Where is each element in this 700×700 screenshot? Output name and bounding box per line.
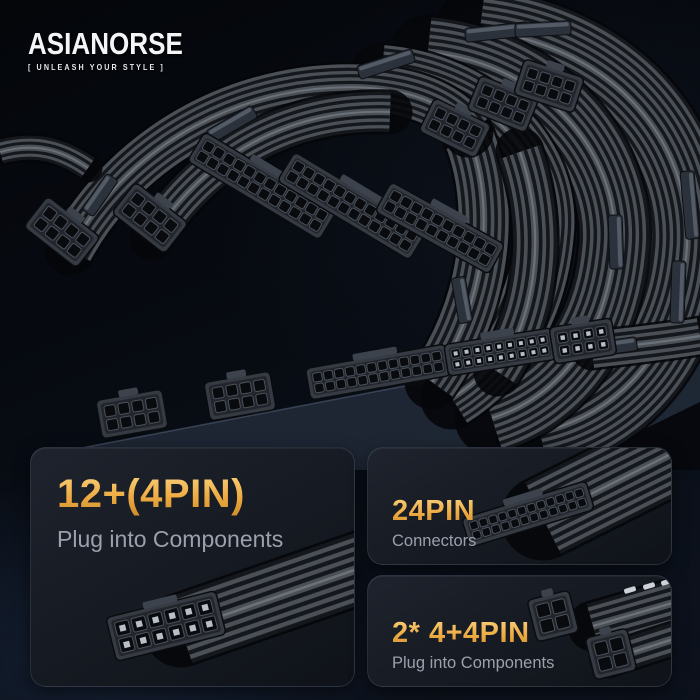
brand: ASIANORSE [ UNLEASH YOUR STYLE ]	[28, 28, 212, 72]
eps12-subtitle: Plug into Components	[57, 526, 284, 552]
eps12-text: 12+(4PIN) Plug into Components	[31, 448, 354, 553]
panel-cpu44: 2* 4+4PIN Plug into Components	[367, 575, 672, 687]
feature-panels: 12+(4PIN) Plug into Components 24PIN Con…	[30, 447, 672, 687]
eps12-title: 12+(4PIN)	[57, 472, 245, 516]
brand-logo: ASIANORSE	[28, 26, 183, 61]
atx24-text: 24PIN Connectors	[392, 495, 476, 551]
cpu44-subtitle: Plug into Components	[392, 654, 555, 672]
product-photo	[0, 0, 700, 470]
brand-tagline: [ UNLEASH YOUR STYLE ]	[28, 62, 165, 72]
cpu44-title: 2* 4+4PIN	[392, 617, 530, 649]
cpu44-text: 2* 4+4PIN Plug into Components	[392, 617, 554, 673]
panel-atx24: 24PIN Connectors	[367, 447, 672, 565]
panel-eps12: 12+(4PIN) Plug into Components	[30, 447, 355, 687]
atx24-subtitle: Connectors	[392, 532, 477, 550]
atx24-title: 24PIN	[392, 495, 476, 527]
